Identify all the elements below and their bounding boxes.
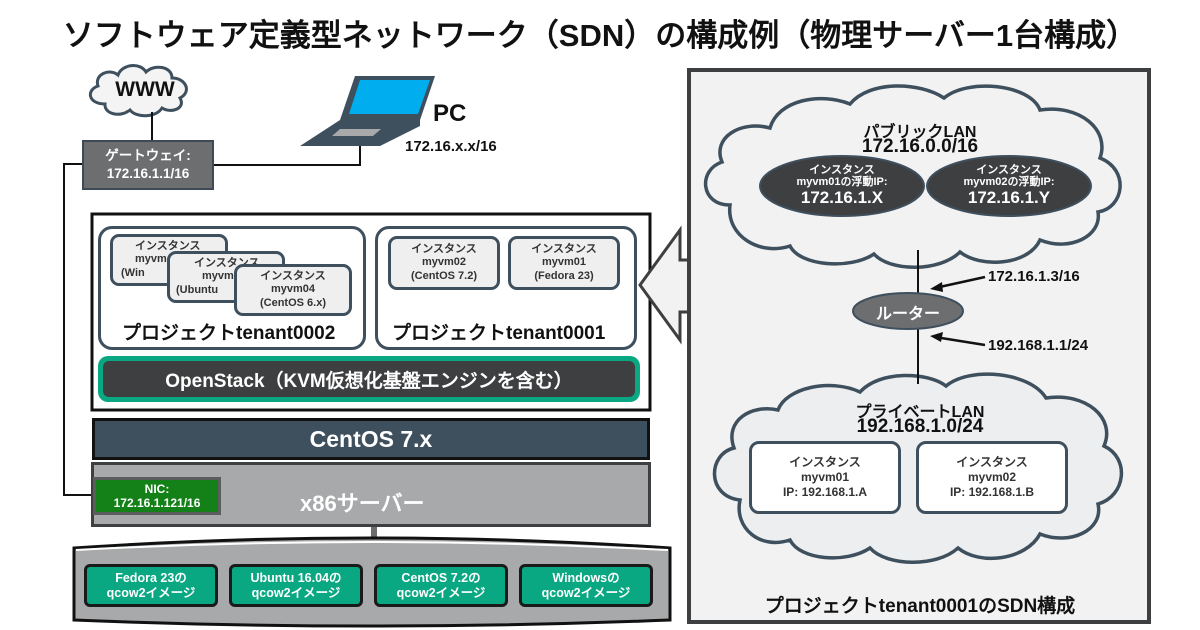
image-card: Fedora 23の qcow2イメージ bbox=[84, 564, 218, 607]
www-cloud-icon bbox=[88, 64, 188, 118]
image-format: qcow2イメージ bbox=[541, 585, 631, 600]
instance-os: (Win bbox=[121, 266, 145, 279]
openstack-bar: OpenStack（KVM仮想化基盤エンジンを含む） bbox=[98, 356, 640, 402]
private-instance-card: インスタンス myvm02 IP: 192.168.1.B bbox=[916, 441, 1068, 514]
router-lower-ip: 192.168.1.1/24 bbox=[988, 337, 1089, 354]
instance-os: (Fedora 23) bbox=[534, 269, 594, 282]
instance-name: myvm02 bbox=[967, 470, 1017, 484]
floating-ip-desc: myvm02の浮動IP: bbox=[963, 176, 1055, 188]
pc-ip: 172.16.x.x/16 bbox=[405, 138, 497, 155]
public-lan-cidr: 172.16.0.0/16 bbox=[861, 136, 979, 157]
image-card: Ubuntu 16.04の qcow2イメージ bbox=[229, 564, 363, 607]
project-label: プロジェクトtenant0002 bbox=[122, 323, 336, 344]
image-format: qcow2イメージ bbox=[106, 585, 196, 600]
host-os-bar: CentOS 7.x bbox=[92, 418, 650, 460]
openstack-label: OpenStack（KVM仮想化基盤エンジンを含む） bbox=[103, 361, 635, 397]
instance-type: インスタンス bbox=[260, 269, 326, 282]
gateway-label: ゲートウェイ: bbox=[105, 148, 191, 163]
instance-card: インスタンス myvm01 (Fedora 23) bbox=[508, 236, 620, 290]
floating-ip-value: 172.16.1.Y bbox=[967, 188, 1051, 207]
private-lan-cidr: 192.168.1.0/24 bbox=[856, 416, 984, 437]
gateway-box: ゲートウェイ: 172.16.1.1/16 bbox=[82, 140, 214, 190]
instance-os: (CentOS 6.x) bbox=[259, 296, 326, 309]
instance-name: myvm01 bbox=[800, 470, 850, 484]
diagram-title: ソフトウェア定義型ネットワーク（SDN）の構成例（物理サーバー1台構成） bbox=[62, 18, 1138, 53]
lower-ip-arrow-icon bbox=[930, 332, 986, 347]
gateway-pc-link bbox=[214, 143, 361, 166]
instance-name: myvm bbox=[202, 270, 234, 283]
nic-ip: 172.16.1.121/16 bbox=[113, 496, 201, 510]
instance-type: インスタンス bbox=[531, 242, 597, 255]
private-instance-card: インスタンス myvm01 IP: 192.168.1.A bbox=[749, 441, 901, 514]
laptop-icon bbox=[300, 76, 435, 146]
image-card: CentOS 7.2の qcow2イメージ bbox=[374, 564, 508, 607]
instance-card: インスタンス myvm02 (CentOS 7.2) bbox=[388, 236, 500, 290]
gateway-nic-link bbox=[63, 163, 93, 496]
pc-label: PC bbox=[433, 100, 467, 127]
www-label: WWW bbox=[115, 78, 175, 101]
server-label: x86サーバー bbox=[300, 491, 425, 516]
nic-label: NIC: bbox=[144, 482, 170, 496]
router-ellipse bbox=[852, 292, 964, 330]
image-os: CentOS 7.2の bbox=[401, 570, 481, 585]
server-storage-link bbox=[371, 527, 377, 539]
instance-name: myvm01 bbox=[541, 256, 587, 269]
instance-type: インスタンス bbox=[956, 455, 1028, 469]
router-upper-ip: 172.16.1.3/16 bbox=[988, 268, 1080, 285]
image-os: Ubuntu 16.04の bbox=[250, 570, 342, 585]
floating-ip-type: インスタンス bbox=[976, 164, 1042, 176]
image-card: Windowsの qcow2イメージ bbox=[519, 564, 653, 607]
sdn-caption: プロジェクトtenant0001のSDN構成 bbox=[764, 596, 1076, 617]
router-label: ルーター bbox=[875, 306, 940, 323]
instance-name: myvm02 bbox=[421, 256, 467, 269]
instance-card: インスタンス myvm04 (CentOS 6.x) bbox=[234, 264, 352, 316]
floating-ip-1: インスタンス myvm01の浮動IP: 172.16.1.X bbox=[770, 160, 914, 212]
image-os: Windowsの bbox=[552, 570, 620, 585]
instance-os: (CentOS 7.2) bbox=[410, 269, 477, 282]
floating-ip-value: 172.16.1.X bbox=[800, 188, 884, 207]
floating-ip-2: インスタンス myvm02の浮動IP: 172.16.1.Y bbox=[937, 160, 1081, 212]
floating-ip-ellipse-2 bbox=[926, 155, 1092, 217]
instance-type: インスタンス bbox=[135, 239, 201, 252]
image-os: Fedora 23の bbox=[115, 570, 187, 585]
instance-name: myvm04 bbox=[270, 283, 316, 296]
project-label: プロジェクトtenant0001 bbox=[392, 323, 606, 344]
floating-ip-desc: myvm01の浮動IP: bbox=[796, 176, 888, 188]
instance-name: myvm bbox=[135, 253, 167, 266]
private-lan-label: プライベートLAN bbox=[855, 404, 985, 421]
instance-type: インスタンス bbox=[411, 242, 477, 255]
instance-os: (Ubuntu bbox=[176, 283, 219, 296]
public-lan-label: パブリックLAN bbox=[863, 124, 977, 141]
gateway-ip: 172.16.1.1/16 bbox=[106, 166, 190, 181]
image-format: qcow2イメージ bbox=[251, 585, 341, 600]
nic-box: NIC: 172.16.1.121/16 bbox=[93, 477, 221, 515]
instance-ip: IP: 192.168.1.B bbox=[949, 485, 1035, 499]
upper-ip-arrow-icon bbox=[930, 275, 986, 292]
image-format: qcow2イメージ bbox=[396, 585, 486, 600]
floating-ip-type: インスタンス bbox=[809, 164, 875, 176]
instance-type: インスタンス bbox=[789, 455, 861, 469]
instance-ip: IP: 192.168.1.A bbox=[782, 485, 868, 499]
floating-ip-ellipse-1 bbox=[759, 155, 925, 217]
